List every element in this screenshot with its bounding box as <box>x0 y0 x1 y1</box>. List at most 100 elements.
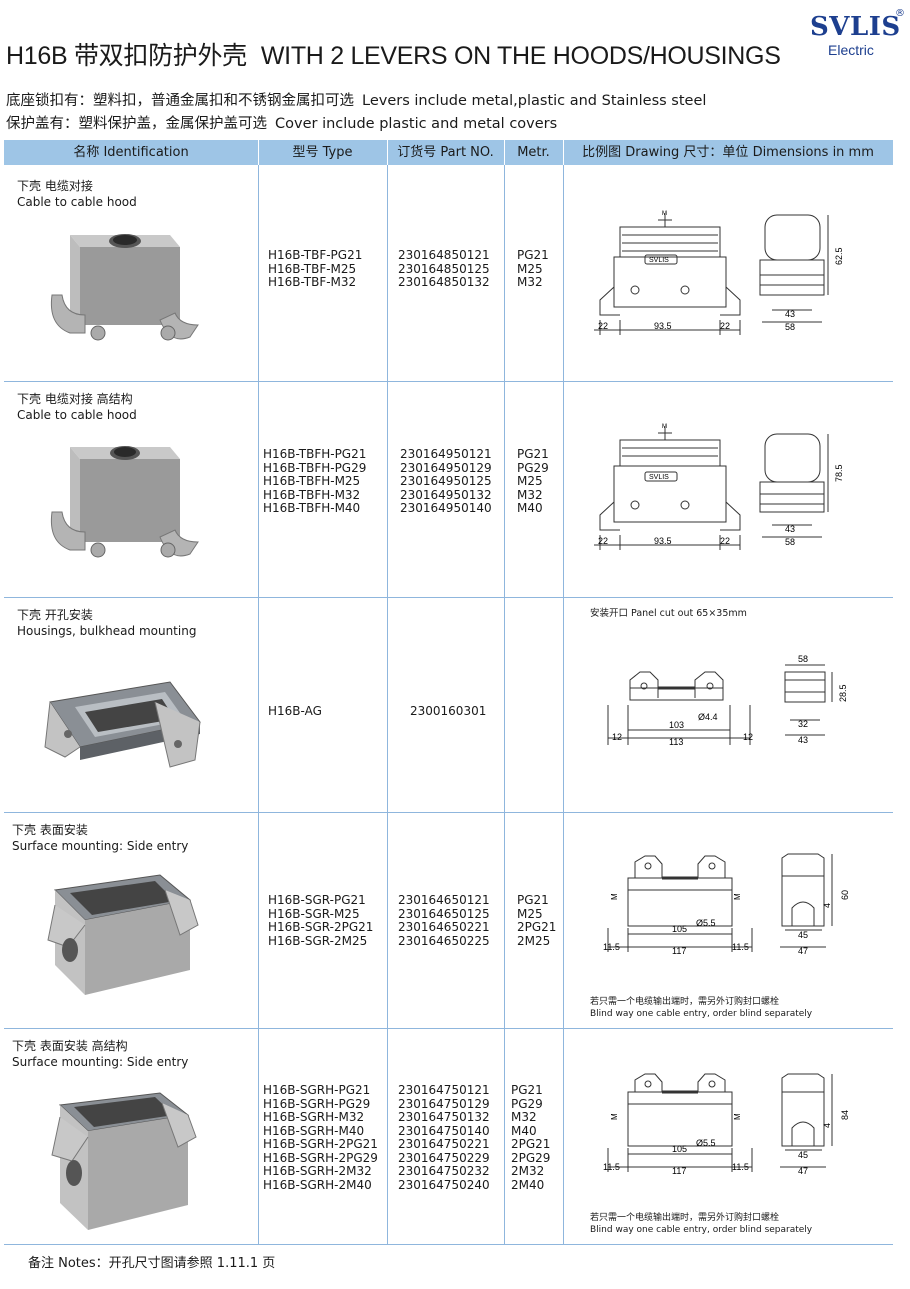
col-part-no: 订货号 Part NO. <box>397 145 494 160</box>
dim-m: M <box>662 211 667 217</box>
row3-product-photo <box>44 681 201 768</box>
dim-right: 11.5 <box>732 1162 749 1172</box>
type-item: H16B-SGRH-M32 <box>263 1110 365 1124</box>
row3-types: H16B-AG <box>268 704 322 719</box>
row-divider <box>4 1028 893 1029</box>
intro-levers-en: Levers include metal,plastic and Stainle… <box>362 93 707 109</box>
row5-ident-en: Surface mounting: Side entry <box>12 1055 189 1069</box>
grid-line <box>258 165 259 1244</box>
row5-blind-note: 若只需一个电缆输出端时，需另外订购封口螺栓 Blind way one cabl… <box>590 1212 812 1236</box>
part-item: 2300160301 <box>410 704 487 718</box>
part-item: 230164650121 <box>398 893 490 907</box>
type-item: H16B-TBFH-M40 <box>263 501 361 515</box>
dim-inner-side: 32 <box>798 719 808 729</box>
row1-identification: 下壳 电缆对接 Cable to cable hood <box>17 178 137 210</box>
part-item: 230164750232 <box>398 1164 490 1178</box>
part-item: 230164750229 <box>398 1150 490 1165</box>
metr-item: PG21 <box>517 248 549 262</box>
part-item: 230164950125 <box>400 474 492 488</box>
dim-width: 117 <box>672 946 686 955</box>
part-item: 230164850121 <box>398 248 490 262</box>
row1-metr: PG21 M25 M32 <box>517 248 549 290</box>
dim-inner-side: 45 <box>798 1150 808 1160</box>
metr-item: M32 <box>517 275 543 289</box>
drawing-brand-label: SVLIS <box>649 474 669 481</box>
table-header: 名称 Identification 型号 Type 订货号 Part NO. M… <box>4 140 893 165</box>
dim-width: 93.5 <box>654 321 672 331</box>
row1-ident-cn: 下壳 电缆对接 <box>17 179 93 193</box>
part-item: 230164950140 <box>400 501 492 515</box>
dim-height: 60 <box>840 890 850 900</box>
dim-left: 11.5 <box>603 1162 620 1172</box>
type-item: H16B-SGRH-2PG21 <box>263 1137 378 1151</box>
footer-note: 备注 Notes：开孔尺寸图请参照 1.11.1 页 <box>28 1256 276 1271</box>
part-item: 230164750221 <box>398 1137 490 1151</box>
grid-line <box>504 165 505 1244</box>
part-item: 230164750129 <box>398 1096 490 1111</box>
title-cn: H16B 带双扣防护外壳 <box>6 42 247 70</box>
type-item: H16B-TBFH-M32 <box>263 487 361 502</box>
drawing-brand-label: SVLIS <box>649 257 669 264</box>
row5-ident-cn: 下壳 表面安装 高结构 <box>12 1039 128 1053</box>
type-item: H16B-SGRH-2M40 <box>263 1177 372 1192</box>
dim-m-right: M <box>733 893 742 900</box>
row4-blind-note: 若只需一个电缆输出端时，需另外订购封口螺栓 Blind way one cabl… <box>590 996 812 1020</box>
grid-line <box>387 165 388 1244</box>
note-en: Blind way one cable entry, order blind s… <box>590 1225 813 1235</box>
dim-outer-side: 43 <box>798 735 808 745</box>
metr-item: 2PG29 <box>511 1150 551 1165</box>
metr-item: M25 <box>517 906 543 921</box>
dim-left: 22 <box>598 536 608 546</box>
dim-inner: 43 <box>785 309 795 319</box>
row-divider <box>4 597 893 598</box>
row4-product-photo <box>47 874 199 995</box>
part-item: 230164650125 <box>398 906 490 921</box>
type-item: H16B-SGRH-2M32 <box>263 1164 372 1178</box>
row2-types: H16B-TBFH-PG21 H16B-TBFH-PG29 H16B-TBFH-… <box>263 447 366 516</box>
dim-inner: 43 <box>785 524 795 534</box>
type-item: H16B-TBFH-M25 <box>263 474 361 488</box>
dim-left: 12 <box>612 732 622 742</box>
metr-item: PG21 <box>517 447 549 461</box>
logo-subtitle: Electric <box>828 42 874 58</box>
row3-ident-cn: 下壳 开孔安装 <box>17 608 93 622</box>
note-cn: 若只需一个电缆输出端时，需另外订购封口螺栓 <box>590 1213 780 1223</box>
part-item: 230164950132 <box>400 487 492 502</box>
dim-outer: 58 <box>785 322 795 332</box>
metr-item: PG21 <box>511 1083 543 1097</box>
row4-identification: 下壳 表面安装 Surface mounting: Side entry <box>12 822 188 854</box>
brand-logo: SVLIS ® Electric <box>810 8 905 62</box>
metr-item: M40 <box>517 501 543 515</box>
table-bottom-line <box>4 1244 893 1245</box>
col-metr: Metr. <box>517 145 550 160</box>
dim-hole: Ø4.4 <box>698 712 718 722</box>
dim-outer-side: 47 <box>798 946 808 955</box>
metr-item: 2PG21 <box>511 1137 551 1151</box>
type-item: H16B-SGRH-PG21 <box>263 1083 371 1097</box>
metr-item: PG29 <box>517 460 549 475</box>
dim-left: 11.5 <box>603 942 620 952</box>
dim-width: 93.5 <box>654 536 672 546</box>
row1-product-photo <box>50 234 199 341</box>
metr-item: M25 <box>517 261 543 276</box>
type-item: H16B-SGR-M25 <box>268 906 360 921</box>
metr-item: 2M40 <box>511 1177 545 1192</box>
type-item: H16B-SGR-PG21 <box>268 893 366 907</box>
metr-item: M40 <box>511 1123 537 1138</box>
row3-ident-en: Housings, bulkhead mounting <box>17 624 197 638</box>
logo-brand: SVLIS <box>810 12 901 42</box>
row2-identification: 下壳 电缆对接 高结构 Cable to cable hood <box>17 391 137 423</box>
type-item: H16B-SGRH-PG29 <box>263 1096 371 1111</box>
dim-inner: 103 <box>669 720 684 730</box>
type-item: H16B-SGRH-2PG29 <box>263 1150 378 1165</box>
row2-ident-cn: 下壳 电缆对接 高结构 <box>17 392 133 406</box>
dim-right: 22 <box>720 536 730 546</box>
type-item: H16B-TBF-M32 <box>268 275 357 289</box>
dim-height: 84 <box>840 1110 850 1120</box>
part-item: 230164650221 <box>398 920 490 934</box>
row5-identification: 下壳 表面安装 高结构 Surface mounting: Side entry <box>12 1038 188 1070</box>
row1-ident-en: Cable to cable hood <box>17 195 137 209</box>
metr-item: M32 <box>511 1110 537 1124</box>
dim-hole: Ø5.5 <box>696 1138 716 1148</box>
